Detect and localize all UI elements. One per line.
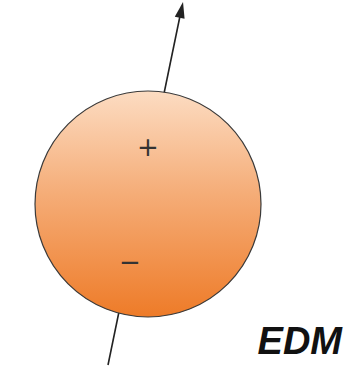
arrow-head — [175, 2, 185, 19]
charge-sign: − — [119, 249, 141, 275]
sphere-outline — [34, 90, 262, 318]
sphere-body — [35, 91, 261, 317]
particle-sphere: +− — [34, 90, 262, 318]
edm-label: EDM — [258, 322, 342, 360]
charge-sign: + — [137, 134, 159, 160]
